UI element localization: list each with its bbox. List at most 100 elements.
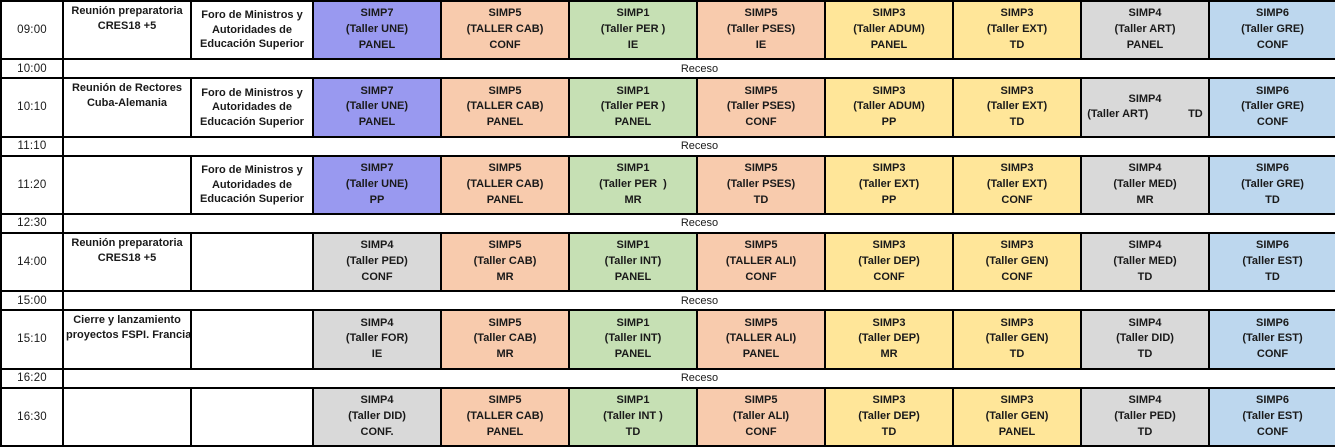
cell-text-line: (Taller PSES): [726, 177, 796, 190]
cell-text-line: PANEL: [358, 39, 396, 52]
cell-text-line: (Taller FOR): [345, 332, 409, 345]
cell-text-line: PP: [369, 193, 385, 206]
cell-text-line: IE: [371, 348, 383, 361]
cell-text-line: SIMP4: [360, 316, 394, 329]
cell-text-line: SIMP6: [1255, 239, 1289, 252]
cell-text-line: (Taller UNE): [345, 100, 409, 113]
cell-text-line: Cuba-Alemania: [86, 96, 168, 109]
cell-text-line: SIMP3: [1000, 7, 1034, 20]
cell-text-line: SIMP3: [872, 239, 906, 252]
cell-text-line: SIMP4: [1128, 7, 1162, 20]
cell-text-line: (Taller INT): [604, 255, 662, 268]
cell-text-line: proyectos FSPI. Francia: [66, 328, 191, 341]
cell-text-line: TD: [753, 193, 769, 206]
cell-text-line: (Taller EXT): [986, 23, 1048, 36]
session-cell: SIMP4(Taller MED)MR: [1080, 154, 1210, 215]
cell-text-line: SIMP1: [616, 316, 650, 329]
cell-text-line: SIMP6: [1255, 393, 1289, 406]
session-cell: SIMP4(Taller PED)TD: [1080, 386, 1210, 447]
cell-text-line: (TALLER CAB): [466, 23, 544, 36]
cell-text-line: (Taller INT): [604, 332, 662, 345]
time-cell: 12:30: [0, 213, 64, 234]
cell-text-line: (Taller GEN): [985, 409, 1049, 422]
session-cell: SIMP3(Taller GEN)TD: [952, 309, 1082, 370]
cell-text-line: CONF: [745, 271, 777, 284]
time-cell: 15:10: [0, 309, 64, 370]
time-cell: 10:10: [0, 77, 64, 138]
receso-label: Receso: [62, 58, 1335, 79]
cell-text-line: Foro de Ministros y: [201, 164, 303, 176]
session-cell: SIMP1(Taller PER )IE: [568, 0, 698, 61]
cell-text-line: (Taller DID): [348, 409, 406, 422]
cell-text-line: SIMP5: [744, 161, 778, 174]
cell-text-line: PP: [881, 193, 897, 206]
cell-text-line: (TALLER ALI): [725, 255, 797, 268]
cell-text-line: MR: [624, 193, 642, 206]
cell-text-line: Reunión preparatoria: [71, 236, 183, 249]
cell-text-line: SIMP4: [1128, 92, 1162, 105]
cell-text-line: (Taller EXT): [858, 177, 920, 190]
cell-text-line: TD: [1137, 425, 1153, 438]
cell-text-line: Autoridades de: [211, 178, 293, 191]
session-cell: SIMP5(TALLER ALI)CONF: [696, 231, 826, 293]
cell-text-line: CRES18 +5: [97, 251, 157, 264]
cell-text-line: PP: [881, 116, 897, 129]
cell-text-line: PANEL: [486, 425, 524, 438]
cell-text-line: TD: [1137, 348, 1153, 361]
cell-text-line: SIMP3: [872, 7, 906, 20]
session-cell: SIMP3(Taller DEP)CONF: [824, 231, 954, 293]
cell-text-line: (Taller PER ): [600, 23, 666, 36]
time-cell: 16:20: [0, 368, 64, 389]
cell-text-line: Reunión de Rectores: [71, 82, 183, 95]
cell-text-line: SIMP3: [1000, 239, 1034, 252]
session-cell: SIMP4(Taller DID)TD: [1080, 309, 1210, 370]
cell-text-line: Foro de Ministros y: [201, 86, 303, 99]
cell-text-line: (Taller INT ): [603, 409, 663, 422]
cell-text-line: SIMP6: [1255, 316, 1289, 329]
session-cell: SIMP3(Taller GEN)PANEL: [952, 386, 1082, 447]
cell-text-line: PANEL: [614, 348, 652, 361]
cell-text-line: (Taller ADUM): [853, 23, 925, 36]
cell-text-line: SIMP3: [872, 161, 906, 174]
cell-text-line: SIMP5: [744, 7, 778, 20]
cell-text-line: SIMP1: [616, 84, 650, 97]
cell-text-line: TD: [881, 425, 897, 438]
cell-text-line: SIMP1: [616, 161, 650, 174]
cell-text-line: CONF.: [360, 425, 394, 438]
cell-text-line: Autoridades de: [211, 101, 293, 114]
session-cell: SIMP6(Taller GRE)CONF: [1208, 77, 1335, 138]
cell-text-line: SIMP6: [1255, 84, 1289, 97]
cell-text-line: PANEL: [486, 193, 524, 206]
cell-text-line: SIMP3: [872, 84, 906, 97]
cell-text-line: PANEL: [742, 348, 780, 361]
cell-text-line: CONF: [745, 116, 777, 129]
time-cell: 09:00: [0, 0, 64, 61]
time-cell: 16:30: [0, 386, 64, 447]
cell-text-line: (Taller DID): [1116, 332, 1174, 345]
cell-text-line: PANEL: [486, 116, 524, 129]
session-cell: SIMP6(Taller GRE)TD: [1208, 154, 1335, 215]
cell-text-line: Educación Superior: [200, 115, 304, 128]
cell-text-line: (Taller EST): [1242, 255, 1303, 268]
cell-text-line: CONF: [1001, 271, 1033, 284]
cell-text-line: SIMP1: [616, 393, 650, 406]
cell-text-line: SIMP6: [1255, 161, 1289, 174]
session-cell: SIMP3(Taller GEN)CONF: [952, 231, 1082, 293]
cell-text-line: SIMP5: [488, 316, 522, 329]
cell-text-line: (Taller PSES): [726, 100, 796, 113]
session-cell: SIMP1(Taller INT)PANEL: [568, 231, 698, 293]
cell-text-line: CONF: [1001, 193, 1033, 206]
cell-text-line: CRES18 +5: [97, 19, 157, 32]
cell-text-line: Autoridades de: [211, 23, 293, 36]
event-cell: [62, 386, 192, 447]
receso-label: Receso: [62, 290, 1335, 311]
time-cell: 11:20: [0, 154, 64, 215]
cell-text-line: (Taller GRE): [1241, 23, 1304, 36]
cell-text-line: (Taller GRE): [1241, 177, 1304, 190]
session-cell: SIMP5(TALLER CAB)PANEL: [440, 386, 570, 447]
